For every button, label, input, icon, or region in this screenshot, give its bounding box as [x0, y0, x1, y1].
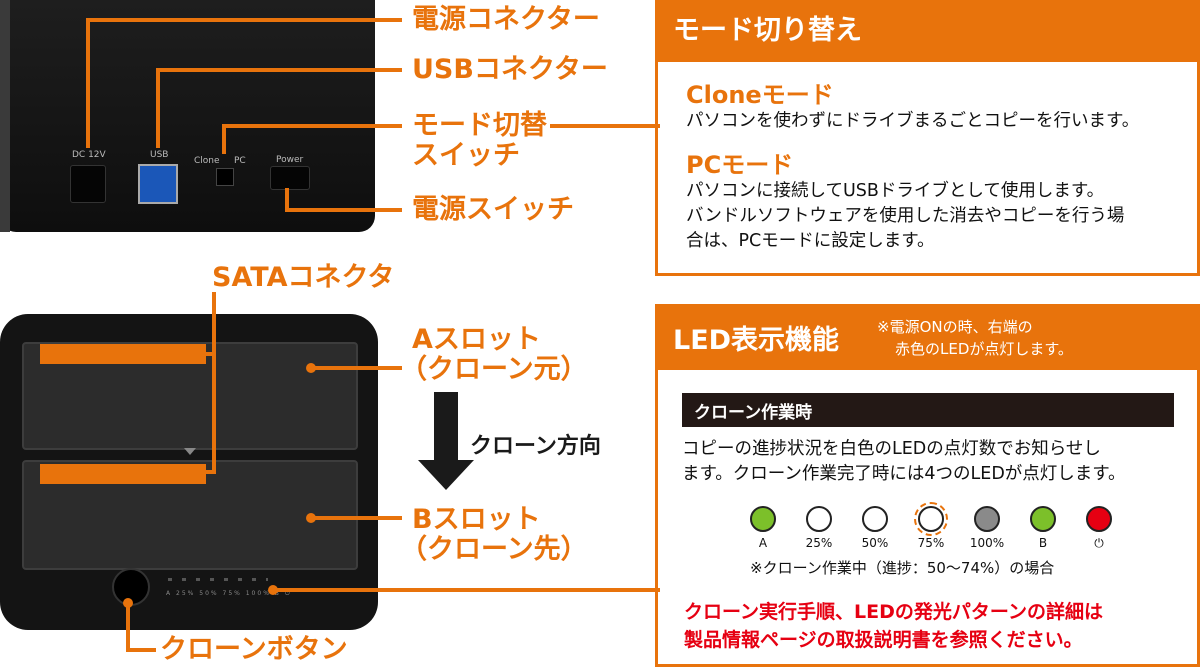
clone-direction-label: クローン方向 — [470, 434, 601, 459]
led-strip-leader — [272, 588, 660, 592]
clone-button-leader-v — [126, 602, 130, 652]
led-power — [1086, 506, 1112, 532]
clone-label: Clone — [194, 156, 220, 166]
pc-mode-heading: PCモード — [686, 151, 794, 179]
dc-jack — [70, 165, 106, 203]
usb-leader-v — [156, 68, 160, 148]
led-label-a: A — [758, 536, 768, 550]
power-label: Power — [276, 155, 304, 165]
slot-b-leader — [310, 516, 402, 520]
pc-mode-line-1: パソコンに接続してUSBドライブとして使用します。 — [686, 181, 1105, 201]
led-label-50: 50% — [861, 536, 889, 550]
pc-mode-line-3: 合は、PCモードに設定します。 — [686, 231, 935, 251]
usb-port — [138, 164, 178, 204]
slot-a-dot — [306, 363, 316, 373]
callout-mode-switch-1: モード切替 — [412, 110, 547, 141]
callout-mode-switch-2: スイッチ — [412, 140, 520, 171]
callout-slot-a-2: （クローン元） — [400, 354, 588, 385]
sata-leader-b — [200, 470, 216, 474]
led-label-75: 75% — [917, 536, 945, 550]
usb-label: USB — [150, 150, 169, 160]
front-led-strip — [168, 578, 268, 581]
dc-leader-v — [86, 18, 90, 148]
clone-direction-arrow-head — [418, 460, 474, 490]
clone-direction-arrow-shaft — [434, 392, 458, 462]
led-b — [1030, 506, 1056, 532]
led-panel-title: LED表示機能 — [673, 325, 840, 356]
led-panel: LED表示機能 ※電源ONの時、右端の 赤色のLEDが点灯します。 クローン作業… — [655, 304, 1200, 667]
sata-leader-v — [212, 292, 216, 470]
slot-divider-arrow — [184, 448, 196, 455]
led-desc-line-2: ます。クローン作業完了時には4つのLEDが点灯します。 — [682, 464, 1126, 484]
dc-label: DC 12V — [72, 150, 106, 160]
led-panel-header: LED表示機能 ※電源ONの時、右端の 赤色のLEDが点灯します。 — [655, 304, 1200, 370]
sata-bar-b — [40, 464, 206, 484]
led-75 — [918, 506, 944, 532]
slot-b-dot — [306, 513, 316, 523]
mode-leader-right — [550, 124, 660, 128]
callout-sata-connector: SATAコネクタ — [212, 262, 395, 293]
usb-leader-h — [156, 68, 402, 72]
led-50 — [862, 506, 888, 532]
led-label-100: 100% — [969, 536, 1005, 550]
callout-slot-b-1: Bスロット — [412, 504, 541, 535]
clone-button-dot — [123, 598, 133, 608]
power-button — [270, 166, 310, 190]
power-leader-h — [285, 208, 402, 212]
clone-mode-text: パソコンを使わずにドライブまるごとコピーを行います。 — [686, 111, 1140, 131]
led-label-power: ⏻ — [1094, 536, 1104, 550]
callout-slot-b-2: （クローン先） — [400, 534, 588, 565]
warning-line-2: 製品情報ページの取扱説明書を参照ください。 — [684, 629, 1083, 651]
sata-leader-a — [200, 352, 216, 356]
led-highlight-ring — [914, 502, 948, 536]
dc-leader-h — [86, 18, 402, 22]
mode-leader-v — [222, 124, 226, 154]
callout-power-switch: 電源スイッチ — [412, 194, 574, 225]
callout-slot-a-1: Aスロット — [412, 324, 541, 355]
callout-clone-button: クローンボタン — [160, 634, 348, 665]
mode-panel-title: モード切り替え — [655, 0, 1200, 62]
led-label-25: 25% — [805, 536, 833, 550]
sata-bar-a — [40, 344, 206, 364]
power-leader-v — [285, 188, 289, 212]
mode-leader-h — [222, 124, 402, 128]
led-100 — [974, 506, 1000, 532]
callout-usb-connector: USBコネクター — [412, 54, 608, 85]
led-a — [750, 506, 776, 532]
pc-label: PC — [234, 156, 246, 166]
clone-button-leader-h — [126, 648, 156, 652]
slot-a-leader — [310, 366, 402, 370]
pc-mode-line-2: バンドルソフトウェアを使用した消去やコピーを行う場 — [686, 206, 1125, 226]
clone-section-title: クローン作業時 — [694, 403, 813, 423]
clone-section-bar: クローン作業時 — [682, 393, 1174, 427]
led-panel-note-2: 赤色のLEDが点灯します。 — [895, 340, 1073, 358]
led-panel-note-1: ※電源ONの時、右端の — [877, 318, 1033, 336]
callout-power-connector: 電源コネクター — [412, 4, 600, 35]
led-desc-line-1: コピーの進捗状況を白色のLEDの点灯数でお知らせし — [682, 439, 1101, 459]
led-label-b: B — [1038, 536, 1048, 550]
warning-line-1: クローン実行手順、LEDの発光パターンの詳細は — [684, 601, 1103, 623]
clone-mode-heading: Cloneモード — [686, 81, 834, 109]
device-back-image: DC 12V USB Clone PC Power — [0, 0, 375, 232]
led-strip-dot — [268, 585, 278, 595]
device-back-edge — [0, 0, 10, 232]
mode-toggle-switch — [216, 168, 234, 186]
front-led-labels: A 25% 50% 75% 100% B ⏻ — [166, 590, 292, 597]
led-25 — [806, 506, 832, 532]
led-example-caption: ※クローン作業中（進捗：50〜74%）の場合 — [750, 559, 1055, 577]
mode-panel: モード切り替え Cloneモード パソコンを使わずにドライブまるごとコピーを行い… — [655, 0, 1200, 276]
